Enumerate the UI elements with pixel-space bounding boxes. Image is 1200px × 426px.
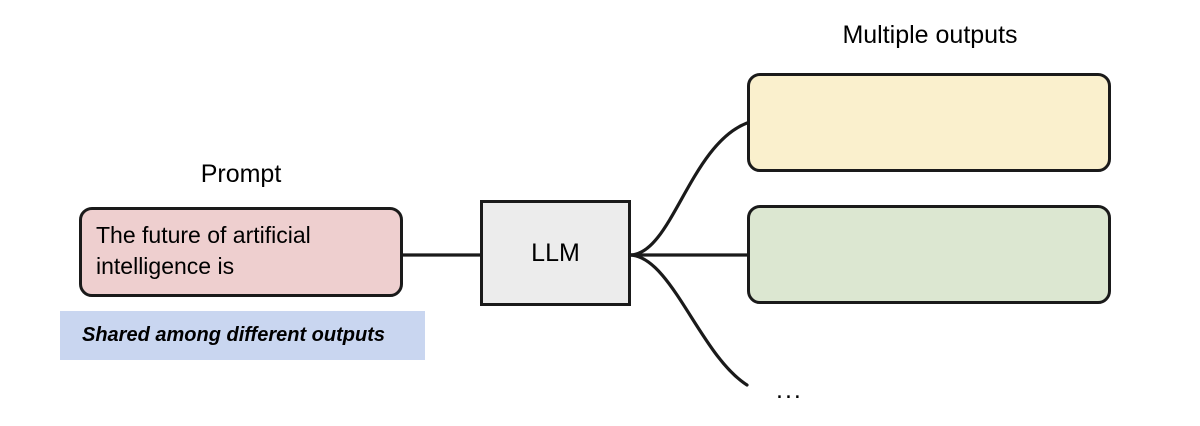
prompt-label: Prompt xyxy=(200,160,282,188)
shared-note-band: Shared among different outputs xyxy=(60,311,425,360)
output-box-1-text xyxy=(750,76,764,169)
outputs-header-label: Multiple outputs xyxy=(842,21,1018,49)
edge-llm-to-output-1 xyxy=(629,121,749,257)
prompt-box[interactable]: The future of artificial intelligence is xyxy=(79,207,403,297)
output-box-1[interactable] xyxy=(747,73,1111,172)
edge-llm-to-ellipsis xyxy=(629,253,749,387)
prompt-text: The future of artificial intelligence is xyxy=(96,222,311,279)
more-outputs-ellipsis: ... xyxy=(776,376,803,404)
output-box-2-text xyxy=(750,208,764,301)
shared-note-text: Shared among different outputs xyxy=(82,324,385,346)
llm-box[interactable]: LLM xyxy=(480,200,631,306)
llm-label: LLM xyxy=(531,239,580,267)
output-box-2[interactable] xyxy=(747,205,1111,304)
